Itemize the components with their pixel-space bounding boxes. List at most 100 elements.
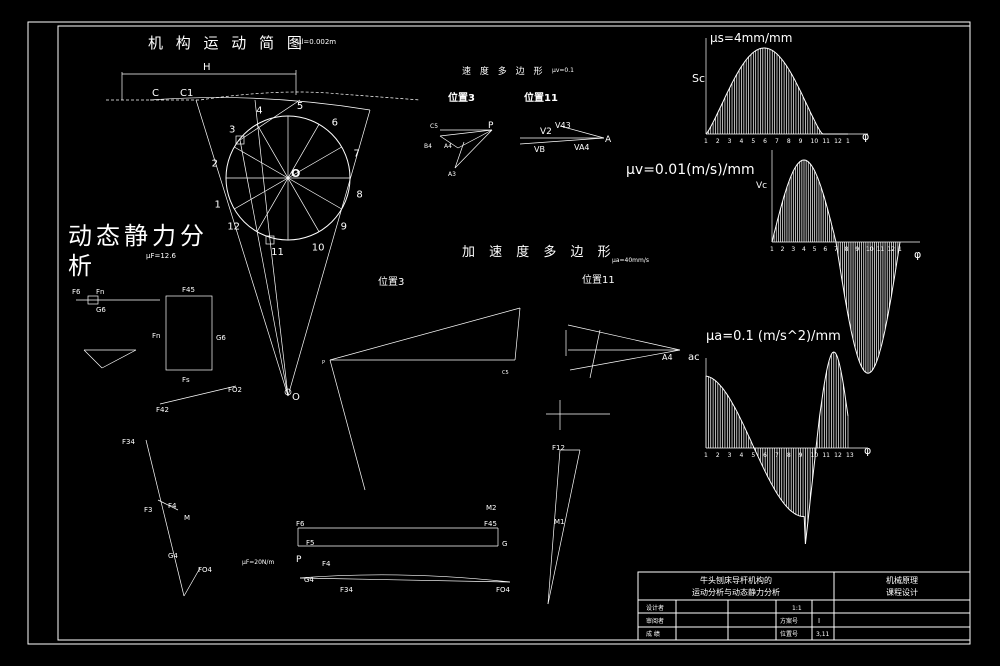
- velocity-pos3: 位置3: [448, 91, 475, 104]
- dynamic-title-1: 动态静力分: [68, 222, 208, 250]
- dynamic-scale-2: μF=20N/m: [242, 559, 274, 566]
- crank-position-4: 4: [256, 105, 262, 116]
- mechanism-title: 机 构 运 动 简 图: [148, 34, 306, 52]
- moment-m2: M2: [486, 504, 497, 512]
- accel-pt-p: P: [322, 360, 325, 366]
- project-title-1: 牛头刨床导杆机构的: [700, 575, 772, 585]
- tick-label: 6: [763, 138, 767, 145]
- vel-pt-p: P: [488, 121, 494, 131]
- acc-chart-scale: μa=0.1 (m/s^2)/mm: [706, 329, 841, 344]
- tick-label: 5: [813, 246, 817, 253]
- scheme-value: I: [818, 617, 820, 625]
- scheme-label: 方案号: [780, 617, 798, 625]
- crank-position-7: 7: [354, 149, 360, 160]
- tick-label: 1: [898, 246, 902, 253]
- tick-label: 13: [846, 452, 854, 459]
- acc-chart-xlabel: φ: [864, 444, 871, 457]
- force-g4: G4: [168, 552, 178, 560]
- tick-label: 10: [811, 452, 819, 459]
- row-reviewer: 审阅者: [646, 617, 664, 625]
- tick-label: 10: [866, 246, 874, 253]
- force-g6b: G6: [216, 334, 226, 342]
- force-g6: G6: [96, 306, 106, 314]
- crank-position-10: 10: [312, 243, 325, 254]
- project-title-2: 运动分析与动态静力分析: [692, 587, 780, 597]
- title-block: 牛头刨床导杆机构的 运动分析与动态静力分析 机械原理 课程设计 设计者 审阅者 …: [637, 571, 971, 641]
- vel-chart-ylabel: Vc: [756, 181, 767, 191]
- force-f4: F4: [168, 502, 177, 510]
- tick-label: 1: [704, 138, 708, 145]
- tick-label: 10: [811, 138, 819, 145]
- tick-label: 8: [787, 452, 791, 459]
- force-f5: F5: [306, 539, 314, 547]
- inner-frame: [57, 25, 971, 641]
- position-label: 位置号: [780, 630, 798, 638]
- slider-label-c1: C1: [180, 88, 193, 99]
- tick-label: 3: [728, 138, 732, 145]
- tick-label: 5: [751, 452, 755, 459]
- accel-pt-c5: C5: [502, 370, 509, 376]
- tick-label: 7: [775, 452, 779, 459]
- force-fo2: FO2: [228, 386, 242, 394]
- force-fs: Fs: [182, 376, 190, 384]
- tick-label: 5: [751, 138, 755, 145]
- force-f34: F34: [122, 438, 135, 446]
- pivot-o-label: O: [292, 392, 300, 403]
- tick-label: 1: [704, 452, 708, 459]
- dynamic-scale: μF=12.6: [146, 252, 176, 260]
- tick-label: 2: [716, 138, 720, 145]
- crank-position-1: 1: [214, 199, 220, 210]
- force-f12: F12: [552, 444, 565, 452]
- unit-label: 1:1: [792, 605, 802, 612]
- center-o-label: O: [291, 167, 300, 180]
- force-f6: F6: [72, 288, 81, 296]
- tick-label: 11: [822, 452, 830, 459]
- acceleration-scale: μa=40mm/s: [612, 257, 649, 264]
- vel-vb: VB: [534, 145, 545, 154]
- tick-label: 12: [834, 452, 842, 459]
- disp-chart-ylabel: Sc: [692, 72, 705, 85]
- tick-label: 4: [740, 138, 744, 145]
- force-f6b: F6: [296, 520, 305, 528]
- crank-position-3: 3: [229, 124, 235, 135]
- force-fn2: Fn: [152, 332, 160, 340]
- tick-label: 1: [846, 138, 850, 145]
- force-f42: F42: [156, 406, 169, 414]
- force-g: G: [502, 540, 507, 548]
- tick-label: 9: [855, 246, 859, 253]
- vel-chart-xlabel: φ: [914, 248, 921, 261]
- tick-label: 7: [834, 246, 838, 253]
- force-f4b: F4: [322, 560, 331, 568]
- crank-position-11: 11: [271, 247, 284, 258]
- force-fn: Fn: [96, 288, 104, 296]
- velocity-scale: μv=0.1: [552, 67, 574, 74]
- vel-pt-b4: B4: [424, 143, 432, 150]
- tick-label: 12: [887, 246, 895, 253]
- crank-position-2: 2: [212, 159, 218, 170]
- vel-pt-c5: C5: [430, 123, 438, 130]
- vel-chart-scale: μv=0.01(m/s)/mm: [626, 162, 755, 178]
- force-fo4: FO4: [198, 566, 213, 574]
- tick-label: 6: [823, 246, 827, 253]
- tick-label: 2: [716, 452, 720, 459]
- tick-label: 7: [775, 138, 779, 145]
- vel-v2: V2: [540, 127, 552, 137]
- tick-label: 12: [834, 138, 842, 145]
- crank-position-9: 9: [341, 222, 347, 233]
- velocity-pos11: 位置11: [524, 91, 558, 104]
- disp-chart-scale: μs=4mm/mm: [710, 31, 792, 45]
- accel-pt-a4: A4: [662, 353, 673, 362]
- tick-label: 3: [728, 452, 732, 459]
- force-f45b: F45: [484, 520, 497, 528]
- dynamic-title-2: 析: [68, 252, 92, 280]
- tick-label: 11: [877, 246, 885, 253]
- vel-v43: V43: [555, 121, 571, 130]
- vel-pt-a3: A3: [448, 171, 456, 178]
- tick-label: 2: [781, 246, 785, 253]
- velocity-title: 速 度 多 边 形: [462, 65, 545, 77]
- tick-label: 1: [770, 246, 774, 253]
